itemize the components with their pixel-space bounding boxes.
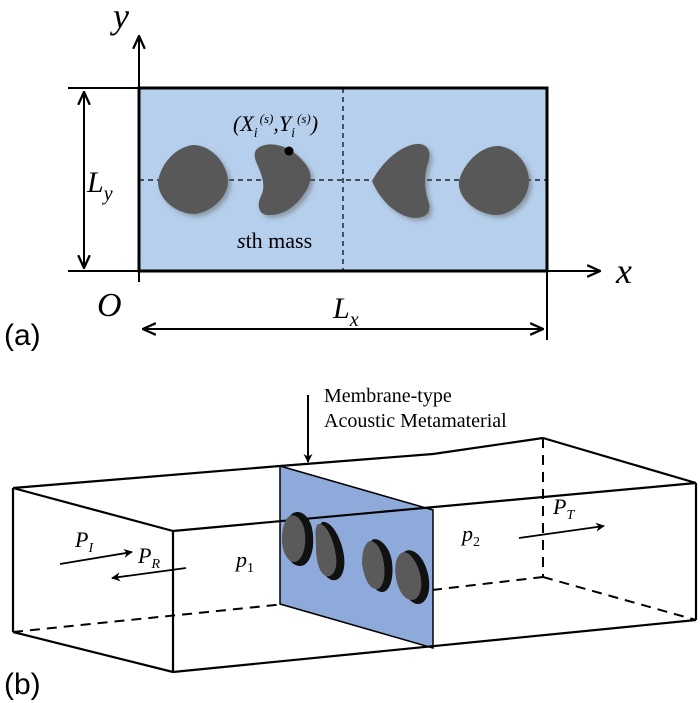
box-left-depth-bottom (12, 630, 174, 674)
coord-mid: ,Y (273, 111, 294, 136)
mass3d-4-face (395, 552, 422, 600)
mass-2 (254, 144, 311, 216)
p2-label: p2 (460, 521, 480, 550)
pi-sub: I (87, 541, 94, 556)
box-top-right-back (432, 436, 544, 456)
pr-label: PR (137, 543, 160, 572)
y-axis-label: y (110, 0, 129, 36)
callout-line-1: Membrane-type (324, 385, 452, 407)
coord-i1: i (254, 126, 258, 141)
box-top-right-depth (542, 436, 697, 485)
mass-3 (372, 143, 430, 218)
box-back-left-bottom (12, 603, 286, 633)
mass-4 (458, 146, 529, 215)
mass3d-3-face (362, 541, 385, 590)
mass-label: sth mass (237, 228, 312, 253)
p2-sub: 2 (473, 535, 480, 550)
pr-main: P (137, 543, 151, 568)
coord-close: ) (309, 111, 318, 136)
p2-main: p (460, 521, 473, 546)
mass-label-s: s (237, 228, 246, 253)
mass-label-text: th mass (246, 228, 313, 253)
origin-label: O (97, 287, 122, 324)
lx-label: Lx (332, 292, 359, 331)
coordinate-label: (Xi(s),Yi(s)) (233, 111, 318, 141)
lx-main: L (332, 292, 350, 325)
pt-label: PT (552, 494, 575, 523)
pt-sub: T (566, 508, 575, 523)
p1-label: p1 (234, 547, 254, 576)
coordinate-point (284, 146, 294, 156)
box-top-back-mid (279, 452, 434, 468)
box-front-bottom (172, 618, 697, 674)
pt-main: P (552, 494, 566, 519)
pi-label: PI (74, 527, 94, 556)
x-axis-label: x (615, 251, 632, 291)
membrane-masses (282, 512, 430, 604)
coord-s2: (s) (297, 111, 311, 126)
ly-main: L (86, 166, 104, 199)
ly-subscript: y (102, 183, 113, 205)
mass3d-1-face (282, 515, 306, 562)
box-front-top (172, 481, 697, 533)
mass3d-2-face (315, 523, 337, 577)
box-back-right-bottom (431, 576, 544, 591)
box-top-left-back (12, 464, 281, 490)
panel-a: y x O Ly Lx (Xi(s),Yi(s)) sth mass (a) (4, 0, 632, 352)
panel-a-label: (a) (4, 319, 41, 352)
ly-label: Ly (86, 166, 113, 205)
p1-sub: 1 (247, 561, 254, 576)
box-back-right-depth (542, 576, 697, 621)
pi-main: P (74, 527, 88, 552)
reflected-wave-arrow (111, 567, 187, 582)
callout-line-2: Acoustic Metamaterial (324, 410, 507, 432)
panel-b-label: (b) (4, 668, 41, 701)
transmitted-wave-arrow (518, 522, 605, 539)
coord-s1: (s) (260, 111, 274, 126)
lx-subscript: x (349, 309, 359, 331)
coord-i2: i (291, 126, 295, 141)
p1-main: p (234, 547, 247, 572)
pr-sub: R (150, 557, 160, 572)
incident-wave-arrow (59, 548, 133, 565)
coord-open: (X (233, 111, 255, 136)
mass-1 (158, 145, 229, 214)
box-left-depth-top (12, 486, 174, 533)
panel-b: Membrane-type Acoustic Metamaterial PI P… (4, 385, 698, 701)
